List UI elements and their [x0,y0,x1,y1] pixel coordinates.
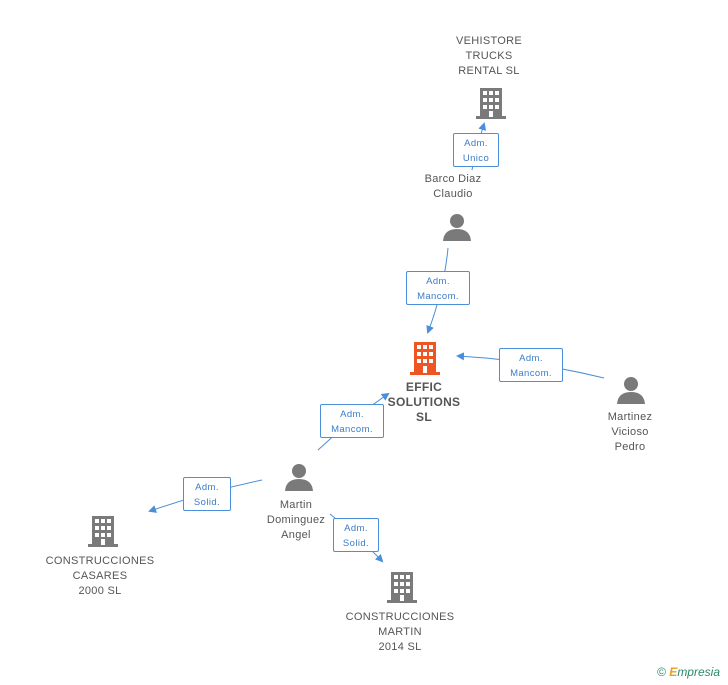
edge-label-martin-casares[interactable]: Adm. Solid. [183,477,231,511]
person-icon [617,377,645,404]
building-icon [410,342,440,375]
edge-label-barco-center[interactable]: Adm. Mancom. [406,271,470,305]
node-label-center: EFFIC SOLUTIONS SL [387,380,461,424]
edge-label-martin-center[interactable]: Adm. Mancom. [320,404,384,438]
edge-label-barco-vehistore[interactable]: Adm. Unico [453,133,499,167]
node-label-cmartin: CONSTRUCCIONES MARTIN 2014 SL [345,611,455,653]
node-label-casares: CONSTRUCCIONES CASARES 2000 SL [45,555,155,597]
node-label-martin: Martin Dominguez Angel [266,499,326,541]
node-label-barco: Barco Diaz Claudio [424,173,482,200]
building-icon [387,572,417,603]
person-icon [443,214,471,241]
footer-brand: © Empresia [657,665,720,679]
edge-label-martin-cmartin[interactable]: Adm. Solid. [333,518,379,552]
building-icon [88,516,118,547]
copyright-symbol: © [657,665,666,679]
node-label-martinez: Martinez Vicioso Pedro [607,411,653,453]
edge-label-martinez-center[interactable]: Adm. Mancom. [499,348,563,382]
node-label-vehistore: VEHISTORE TRUCKS RENTAL SL [455,35,523,77]
person-icon [285,464,313,491]
brand-logo-initial: E [669,665,678,679]
building-icon [476,88,506,119]
brand-logo-text: mpresia [677,665,720,679]
